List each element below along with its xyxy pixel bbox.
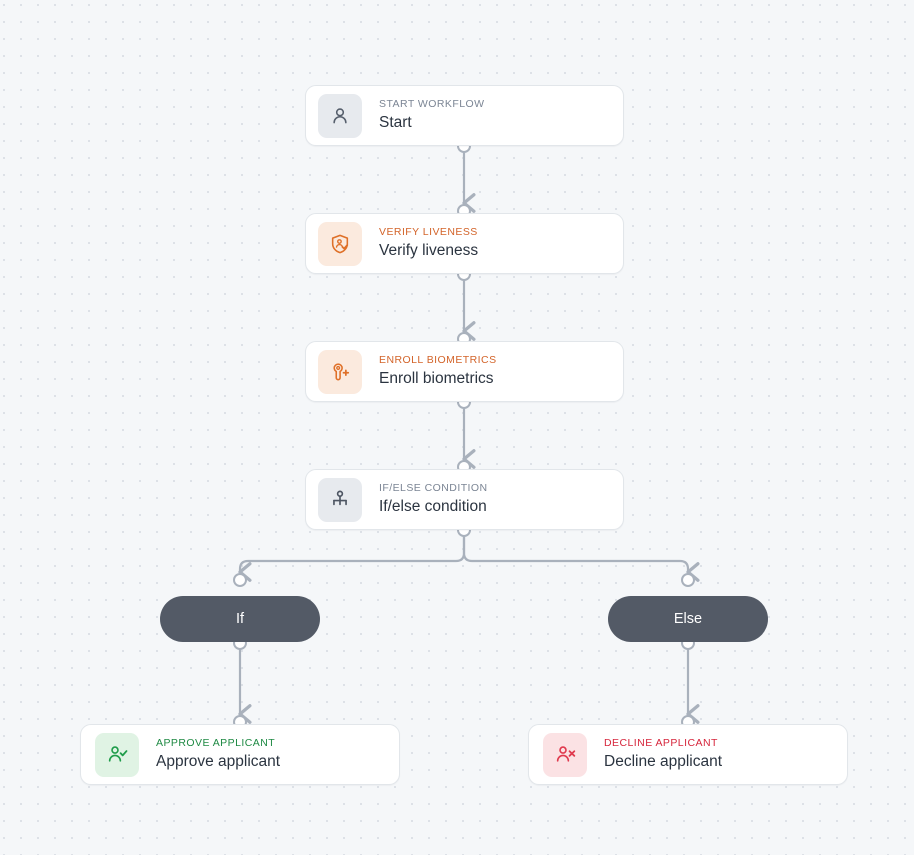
node-verify-liveness-icon-tile bbox=[318, 221, 362, 266]
node-approve-applicant-eyebrow: APPROVE APPLICANT bbox=[156, 737, 276, 749]
node-approve-applicant-title: Approve applicant bbox=[156, 753, 281, 770]
branch-pill-if[interactable]: If bbox=[160, 596, 320, 642]
node-verify-liveness[interactable]: VERIFY LIVENESS Verify liveness bbox=[305, 213, 624, 274]
user-x-icon bbox=[556, 746, 575, 762]
node-start-eyebrow: START WORKFLOW bbox=[379, 98, 485, 110]
node-decline-applicant-text: DECLINE APPLICANT Decline applicant bbox=[587, 737, 722, 772]
node-if-else-condition-icon-tile bbox=[318, 477, 362, 522]
branch-pill-else[interactable]: Else bbox=[608, 596, 768, 642]
node-approve-applicant-icon-tile bbox=[95, 732, 139, 777]
node-decline-applicant-eyebrow: DECLINE APPLICANT bbox=[604, 737, 718, 749]
shield-person-check-icon bbox=[331, 234, 349, 253]
node-decline-applicant[interactable]: DECLINE APPLICANT Decline applicant bbox=[528, 724, 848, 785]
node-if-else-condition-text: IF/ELSE CONDITION If/else condition bbox=[362, 482, 488, 517]
node-decline-applicant-icon-tile bbox=[543, 732, 587, 777]
node-verify-liveness-title: Verify liveness bbox=[379, 242, 479, 259]
user-check-icon bbox=[108, 746, 127, 762]
node-enroll-biometrics-title: Enroll biometrics bbox=[379, 370, 494, 387]
node-start-title: Start bbox=[379, 114, 412, 131]
node-enroll-biometrics-text: ENROLL BIOMETRICS Enroll biometrics bbox=[362, 354, 497, 389]
node-if-else-condition-title: If/else condition bbox=[379, 498, 487, 515]
node-if-else-condition-eyebrow: IF/ELSE CONDITION bbox=[379, 482, 488, 494]
edge-condition-to-if bbox=[238, 528, 466, 582]
node-if-else-condition[interactable]: IF/ELSE CONDITION If/else condition bbox=[305, 469, 624, 530]
node-start-icon-tile bbox=[318, 93, 362, 138]
node-verify-liveness-eyebrow: VERIFY LIVENESS bbox=[379, 226, 478, 238]
branch-pill-else-label: Else bbox=[673, 611, 703, 627]
node-approve-applicant[interactable]: APPROVE APPLICANT Approve applicant bbox=[80, 724, 400, 785]
branch-pill-if-label: If bbox=[235, 611, 245, 627]
node-start[interactable]: START WORKFLOW Start bbox=[305, 85, 624, 146]
node-decline-applicant-title: Decline applicant bbox=[604, 753, 723, 770]
edge-condition-to-else bbox=[462, 528, 700, 582]
node-enroll-biometrics[interactable]: ENROLL BIOMETRICS Enroll biometrics bbox=[305, 341, 624, 402]
node-enroll-biometrics-eyebrow: ENROLL BIOMETRICS bbox=[379, 354, 497, 366]
handle-if-in bbox=[233, 573, 247, 587]
person-icon bbox=[333, 107, 347, 123]
node-approve-applicant-text: APPROVE APPLICANT Approve applicant bbox=[139, 737, 280, 772]
node-verify-liveness-text: VERIFY LIVENESS Verify liveness bbox=[362, 226, 478, 261]
fingerprint-plus-icon bbox=[333, 362, 350, 380]
branch-hierarchy-icon bbox=[333, 490, 347, 505]
node-enroll-biometrics-icon-tile bbox=[318, 349, 362, 394]
node-start-text: START WORKFLOW Start bbox=[362, 98, 484, 133]
handle-else-in bbox=[681, 573, 695, 587]
